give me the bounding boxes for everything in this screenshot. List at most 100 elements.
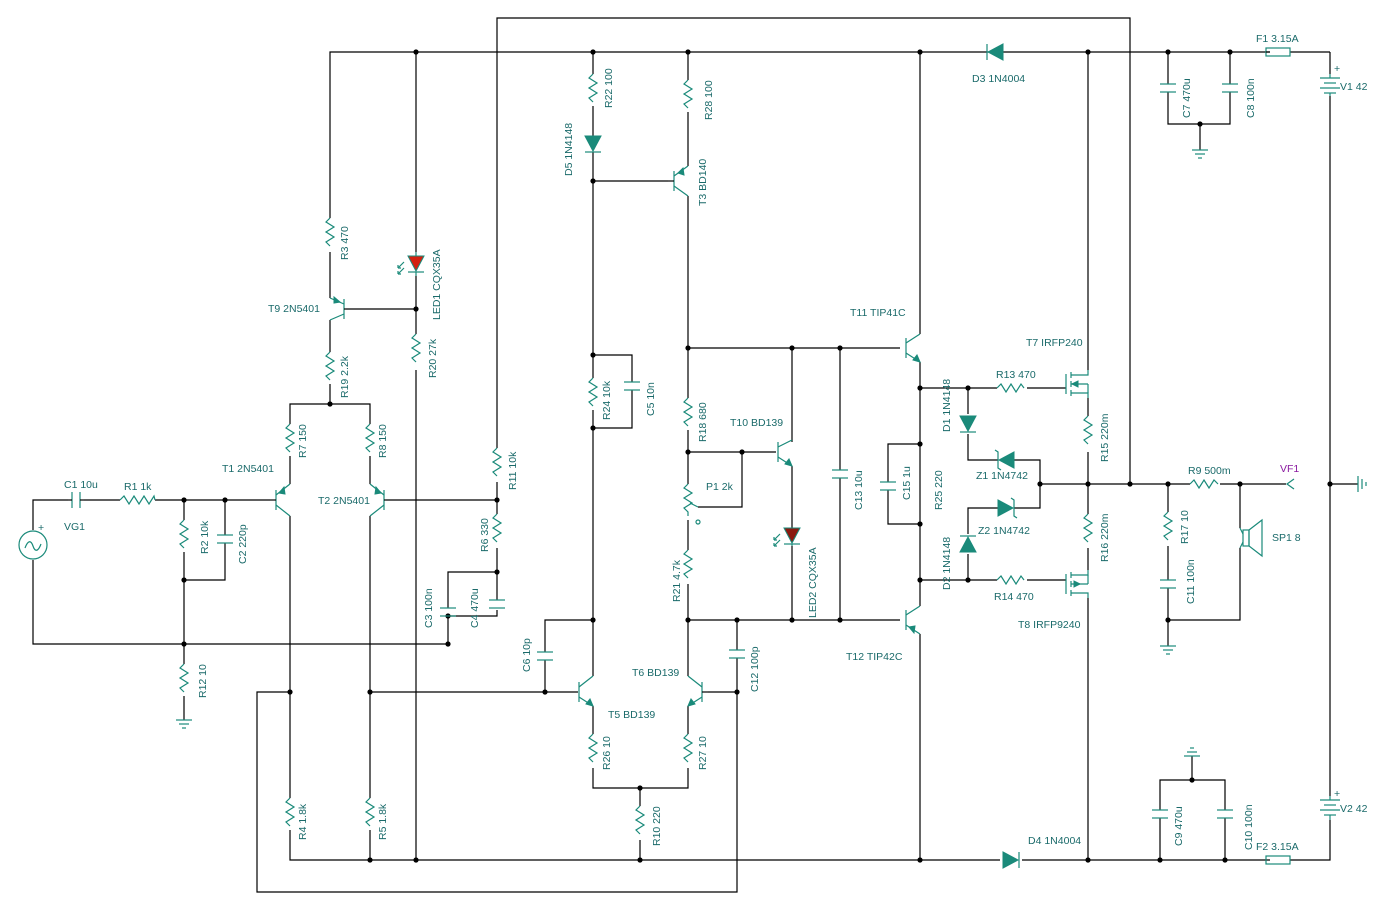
transistor-t11 bbox=[905, 333, 921, 363]
label-r19: R19 2.2k bbox=[339, 355, 351, 398]
ground-icon bbox=[1357, 476, 1367, 492]
mosfet-t7 bbox=[1065, 370, 1089, 398]
label-c4: C4 470u bbox=[469, 588, 481, 628]
label-led1: LED1 CQX35A bbox=[431, 249, 443, 320]
junction bbox=[917, 857, 923, 863]
resistor-r27 bbox=[682, 733, 694, 763]
fuse-f2 bbox=[1265, 855, 1291, 865]
junctions bbox=[181, 49, 1333, 863]
capacitor-c10 bbox=[1217, 809, 1233, 819]
label-r1: R1 1k bbox=[124, 481, 152, 493]
label-r27: R27 10 bbox=[697, 736, 709, 770]
label-r6: R6 330 bbox=[479, 518, 491, 552]
label-t1: T1 2N5401 bbox=[222, 463, 274, 475]
junction bbox=[837, 345, 843, 351]
zener-z2 bbox=[997, 497, 1018, 519]
junction bbox=[685, 617, 691, 623]
capacitors bbox=[68, 83, 1238, 819]
label-r10: R10 220 bbox=[651, 806, 663, 846]
label-r20: R20 27k bbox=[427, 338, 439, 378]
junction bbox=[181, 577, 187, 583]
label-c1: C1 10u bbox=[64, 479, 98, 491]
capacitor-c2 bbox=[217, 534, 233, 544]
transistor-t9 bbox=[329, 295, 346, 321]
label-c6: C6 10p bbox=[521, 638, 533, 672]
junction bbox=[789, 345, 795, 351]
label-r16: R16 220m bbox=[1099, 513, 1111, 562]
label-z2: Z2 1N4742 bbox=[978, 525, 1030, 537]
resistor-r13 bbox=[996, 382, 1025, 394]
capacitor-c3 bbox=[440, 607, 456, 617]
label-vg1: VG1 bbox=[64, 521, 85, 533]
junction bbox=[1189, 777, 1195, 783]
label-led2: LED2 CQX35A bbox=[807, 547, 819, 618]
label-v2: V2 42 bbox=[1340, 803, 1368, 815]
label-r18: R18 680 bbox=[697, 402, 709, 442]
wire-r6-caps bbox=[447, 548, 498, 608]
diode-d4 bbox=[1002, 851, 1020, 869]
label-c5: C5 10n bbox=[645, 382, 657, 416]
junction bbox=[1227, 49, 1233, 55]
junction bbox=[637, 857, 643, 863]
zener-z1 bbox=[994, 449, 1015, 471]
junction bbox=[367, 689, 373, 695]
capacitor-c8 bbox=[1222, 83, 1238, 93]
label-r22: R22 100 bbox=[603, 68, 615, 108]
junction bbox=[1085, 481, 1091, 487]
label-r3: R3 470 bbox=[339, 226, 351, 260]
wire-c7-c8-bottom bbox=[1167, 92, 1231, 125]
label-sp1: SP1 8 bbox=[1272, 532, 1301, 544]
transistors bbox=[270, 165, 1089, 707]
wire-c4-bottom bbox=[448, 610, 498, 617]
svg-text:+: + bbox=[1334, 788, 1340, 800]
capacitor-c6 bbox=[537, 651, 553, 661]
junction bbox=[590, 352, 596, 358]
junction bbox=[917, 577, 923, 583]
label-c8: C8 100n bbox=[1245, 78, 1257, 118]
label-r4: R4 1.8k bbox=[297, 803, 309, 840]
resistor-r24 bbox=[587, 377, 599, 407]
svg-text:+: + bbox=[1334, 63, 1340, 75]
junction bbox=[917, 49, 923, 55]
junction bbox=[367, 857, 373, 863]
label-vf1: VF1 bbox=[1280, 463, 1299, 475]
wire-c5 bbox=[593, 354, 633, 382]
label-f1: F1 3.15A bbox=[1256, 33, 1299, 45]
resistor-r28 bbox=[682, 79, 694, 109]
resistor-r7 bbox=[284, 423, 296, 453]
label-r12: R12 10 bbox=[197, 664, 209, 698]
junction bbox=[590, 49, 596, 55]
label-c2: C2 220p bbox=[237, 524, 249, 564]
label-t5: T5 BD139 bbox=[608, 709, 655, 721]
junction bbox=[739, 449, 745, 455]
junction bbox=[445, 641, 451, 647]
label-d5: D5 1N4148 bbox=[563, 123, 575, 176]
potentiometer-p1-wiper bbox=[689, 502, 699, 508]
wire-vg1-bottom bbox=[32, 560, 449, 645]
junction bbox=[917, 521, 923, 527]
led-led1 bbox=[397, 252, 425, 276]
junction bbox=[837, 617, 843, 623]
wire-top-rail bbox=[329, 51, 1270, 218]
junction bbox=[590, 425, 596, 431]
resistor-r10 bbox=[634, 805, 646, 835]
label-r5: R5 1.8k bbox=[377, 803, 389, 840]
wires bbox=[32, 17, 1358, 893]
wire-feedback-bottom bbox=[256, 691, 738, 893]
junction bbox=[1165, 481, 1171, 487]
label-r26: R26 10 bbox=[601, 736, 613, 770]
wire-tail bbox=[592, 768, 689, 789]
wire-speaker-bottom bbox=[1168, 548, 1241, 621]
label-v1: V1 42 bbox=[1340, 81, 1368, 93]
resistor-r1 bbox=[119, 494, 156, 506]
resistors bbox=[119, 73, 1219, 835]
junction bbox=[965, 385, 971, 391]
junction bbox=[917, 441, 923, 447]
label-r11: R11 10k bbox=[507, 451, 519, 490]
wire-d1-bottom bbox=[967, 434, 998, 461]
label-r24: R24 10k bbox=[601, 380, 613, 420]
resistor-r11 bbox=[491, 447, 503, 477]
label-d4: D4 1N4004 bbox=[1028, 835, 1081, 847]
wire-z2 bbox=[1014, 484, 1041, 509]
